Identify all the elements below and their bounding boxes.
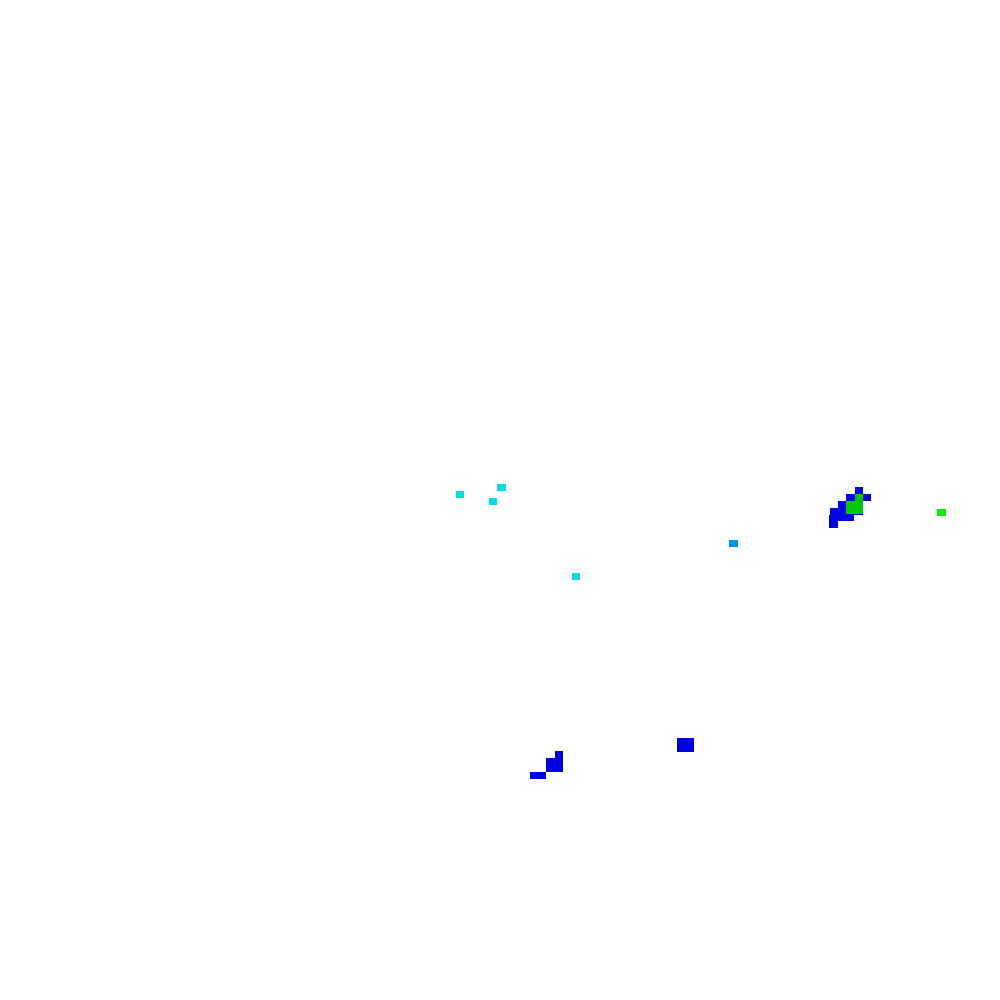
light-blue-cell xyxy=(729,540,738,547)
blue-cell xyxy=(530,772,546,779)
bright-green-cell xyxy=(937,509,946,516)
blue-cell xyxy=(829,515,854,521)
cyan-cell xyxy=(572,573,580,580)
blue-cell xyxy=(555,751,563,758)
green-cell xyxy=(846,501,863,508)
green-cell xyxy=(846,508,863,514)
blue-cell xyxy=(829,521,838,528)
blue-cell xyxy=(546,765,563,772)
cyan-cell xyxy=(497,484,506,491)
cyan-cell xyxy=(489,498,497,505)
cyan-cell xyxy=(456,491,464,498)
blue-cell xyxy=(855,487,863,494)
blue-cell xyxy=(546,758,563,765)
green-cell xyxy=(855,494,863,501)
blue-cell xyxy=(677,738,694,752)
